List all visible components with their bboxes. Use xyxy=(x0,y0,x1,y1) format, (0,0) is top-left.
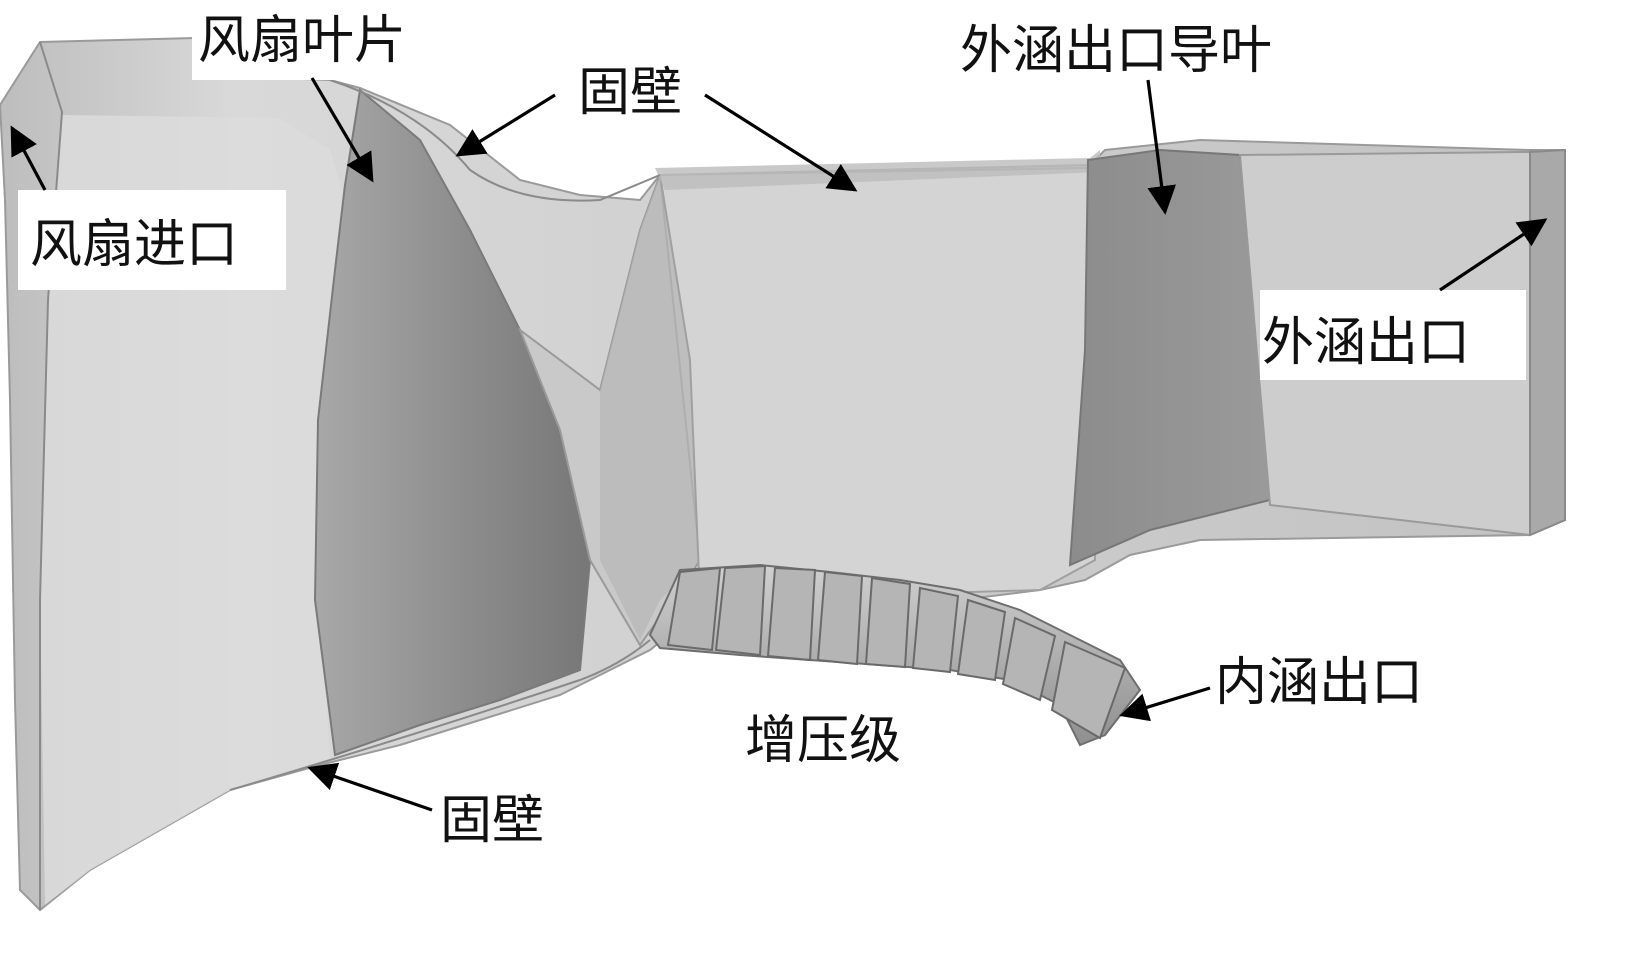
bypass-duct-top-lip xyxy=(655,150,1100,190)
fan-blade-label-bg xyxy=(192,0,442,80)
top-outer-contour xyxy=(329,79,661,202)
booster-blade-6 xyxy=(911,586,960,674)
inlet-inner-surface xyxy=(40,115,345,905)
wall-bottom-arrow xyxy=(307,762,433,812)
outlet-guide-vane-shape xyxy=(1068,148,1272,567)
fan-blade-shape xyxy=(313,88,592,757)
bypass-outlet-guide-vane-arrow xyxy=(1146,79,1176,215)
wall-top-label: 固壁 xyxy=(578,63,682,123)
bypass-exit-face xyxy=(1529,148,1566,537)
bypass-outlet-label: 外涵出口 xyxy=(1262,313,1470,373)
booster-blade-9 xyxy=(1050,640,1127,740)
wall-top-arrow-left xyxy=(455,93,556,157)
booster-blade-rows xyxy=(666,564,1127,740)
bypass-outlet-label-bg xyxy=(1260,290,1526,380)
core-outlet-label: 内涵出口 xyxy=(1215,653,1423,713)
booster-blade-2 xyxy=(714,564,767,657)
bypass-outlet-guide-vane-label: 外涵出口导叶 xyxy=(960,21,1272,81)
fan-inlet-label: 风扇进口 xyxy=(30,215,238,275)
inlet-left-edge xyxy=(39,41,64,910)
bypass-outlet-arrow xyxy=(1439,218,1548,292)
transition-panel xyxy=(600,175,700,640)
fan-blade-label: 风扇叶片 xyxy=(198,11,406,71)
booster-stage-label: 增压级 xyxy=(745,711,901,771)
wall-bottom-label: 固壁 xyxy=(440,791,544,851)
booster-blade-4 xyxy=(816,570,864,666)
booster-blade-7 xyxy=(956,598,1007,682)
fan-inlet-arrow xyxy=(10,125,47,191)
booster-blade-8 xyxy=(1001,616,1057,702)
fan-blade-arrow xyxy=(310,77,374,183)
booster-blade-1 xyxy=(666,566,722,652)
booster-blade-3 xyxy=(766,566,817,662)
core-outlet-arrow xyxy=(1119,686,1211,722)
fan-inlet-label-bg xyxy=(18,190,286,290)
wall-top-arrow-right xyxy=(704,93,858,192)
bypass-duct-face xyxy=(658,166,1097,602)
booster-blade-5 xyxy=(864,576,912,669)
